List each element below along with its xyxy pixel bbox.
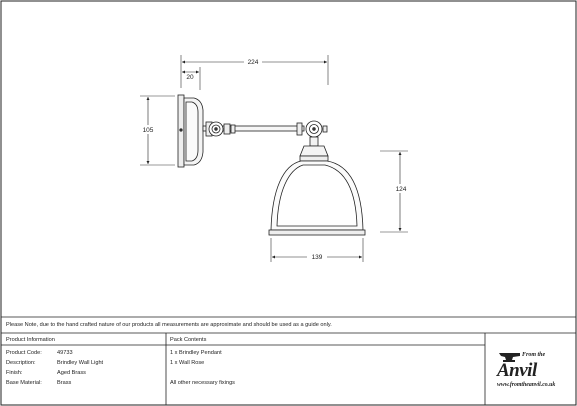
product-info-value: Brass <box>57 380 72 386</box>
product-info-heading: Product Information <box>6 337 55 343</box>
dimension-105-label: 105 <box>143 127 154 134</box>
logo-from-the: From the <box>522 352 546 358</box>
wall-light-drawing <box>177 94 366 236</box>
product-info-value: 49733 <box>57 350 73 356</box>
dimension-20: 20 <box>182 67 201 90</box>
dimension-20-label: 20 <box>186 74 194 81</box>
dimension-139-label: 139 <box>312 254 323 261</box>
dimension-224: 224 <box>180 55 329 88</box>
logo-url: www.fromtheanvil.co.uk <box>497 382 556 388</box>
dimension-124-label: 124 <box>396 186 407 193</box>
anvil-logo-icon <box>499 353 520 362</box>
product-info-label: Description: <box>6 360 36 366</box>
pack-contents-heading: Pack Contents <box>170 337 207 343</box>
pack-item: 1 x Brindley Pendant <box>170 350 222 356</box>
product-info-value: Aged Brass <box>57 370 86 376</box>
dimension-224-label: 224 <box>248 59 259 66</box>
pack-item: 1 x Wall Rose <box>170 360 205 366</box>
product-info-value: Brindley Wall Light <box>57 360 104 366</box>
product-info-label: Finish: <box>6 370 23 376</box>
dimension-139: 139 <box>270 238 364 262</box>
pack-item: All other necessary fixings <box>170 380 235 386</box>
product-info-label: Product Code: <box>6 350 42 356</box>
info-table-lines <box>1 316 576 405</box>
dimension-124: 124 <box>380 150 411 233</box>
logo-brand: Anvil <box>497 360 537 381</box>
measurement-note: Please Note, due to the hand crafted nat… <box>6 322 332 328</box>
product-info-label: Base Material: <box>6 380 42 386</box>
dimension-105: 105 <box>138 95 175 166</box>
